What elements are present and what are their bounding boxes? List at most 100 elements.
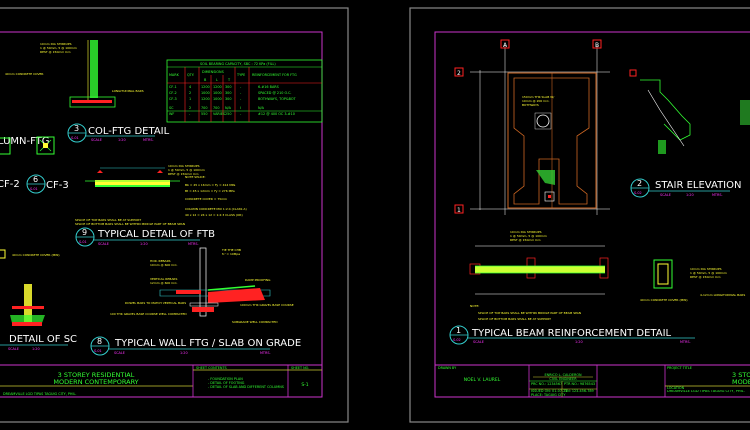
table-cell: 1200 xyxy=(213,85,222,89)
table-cell: SPACED @ 210 O.C. xyxy=(258,91,292,95)
left-title-block: 3 STOREY RESIDENTIAL MODERN CONTEMPORARY… xyxy=(0,364,323,398)
table-cell: - xyxy=(240,91,242,95)
svg-text:1:20: 1:20 xyxy=(180,351,188,355)
table-cell: #12 @ 400 OC 3-#10 xyxy=(258,112,295,116)
svg-text:TIE THE CHB: TIE THE CHB xyxy=(221,248,241,252)
table-cell: 300 xyxy=(225,85,231,89)
detail-title-sc: DETAIL OF SC xyxy=(9,334,77,345)
svg-text:CONCRETE COVER = 75mm: CONCRETE COVER = 75mm xyxy=(185,197,227,201)
svg-text:1 @ 50mm, 5 @ 100mm: 1 @ 50mm, 5 @ 100mm xyxy=(40,46,77,50)
right-project-location: DREAMVILLE LGD TIPAS TAGUIG CITY, PHIL. xyxy=(667,389,745,393)
right-project-location-box: DREAMVILLE LGD TIPAS TAGUIG CITY, PHIL. xyxy=(667,389,745,393)
svg-text:MTRS.: MTRS. xyxy=(143,138,154,142)
svg-text:Bt = 45 x 12mm = Fy = 276 MPa: Bt = 45 x 12mm = Fy = 276 MPa xyxy=(185,189,235,193)
detail-title-wall-ftg: TYPICAL WALL FTG / SLAB ON GRADE xyxy=(114,338,301,349)
table-cell: - xyxy=(240,112,242,116)
svg-text:4-12mm LONGITUDINAL BARS: 4-12mm LONGITUDINAL BARS xyxy=(700,293,745,297)
svg-text:DOWEL BARS TO MATCH VERTICAL B: DOWEL BARS TO MATCH VERTICAL BARS xyxy=(125,301,186,305)
svg-text:10mm DIA STIRRUPS: 10mm DIA STIRRUPS xyxy=(40,42,72,46)
svg-text:L: L xyxy=(216,78,218,82)
svg-text:MODERN CONTEMPORARY: MODERN CONTEMPORARY xyxy=(732,378,750,386)
svg-text:3 STOREY RESIDENTIAL: 3 STOREY RESIDENTIAL xyxy=(732,371,750,379)
svg-text:ENRICO L. CALDERON: ENRICO L. CALDERON xyxy=(544,373,582,377)
svg-text:9: 9 xyxy=(82,228,87,237)
svg-text:REINFORCEMENT FOR FTG: REINFORCEMENT FOR FTG xyxy=(252,73,297,77)
svg-text:1: 1 xyxy=(457,207,461,214)
table-cell: N/A xyxy=(225,106,232,110)
table-cell: 4 xyxy=(189,85,191,89)
svg-text:- FOUNDATION PLAN: - FOUNDATION PLAN xyxy=(208,377,243,381)
table-cell: 1000 xyxy=(213,97,222,101)
svg-text:SCALE: SCALE xyxy=(98,242,109,246)
detail-callout-col-ftg: 3 S-01 COL-FTG DETAIL SCALE 1:20 MTRS. xyxy=(67,123,170,143)
svg-text:NOTE:: NOTE: xyxy=(470,304,479,308)
table-cell: 1000 xyxy=(201,91,210,95)
svg-text:SPLICE OF TOP BARS SHALL BE WI: SPLICE OF TOP BARS SHALL BE WITHIN MIDDL… xyxy=(478,311,581,315)
left-sheet: 10mm DIA STIRRUPS 1 @ 50mm, 5 @ 100mm RE… xyxy=(0,7,349,423)
svg-text:REST @ 150mm O.C.: REST @ 150mm O.C. xyxy=(40,50,71,54)
svg-text:fc' = 10Mpa: fc' = 10Mpa xyxy=(222,252,240,256)
svg-text:B: B xyxy=(204,78,207,82)
svg-text:A: A xyxy=(503,42,508,49)
svg-text:10mm DIA STIRRUPS: 10mm DIA STIRRUPS xyxy=(690,267,722,271)
project-location: DREAMVILLE LGD TIPAS TAGUIG CITY, PHIL. xyxy=(3,392,76,396)
table-cell: - xyxy=(189,112,191,116)
detail-callout-wall-ftg: 8 S-01 TYPICAL WALL FTG / SLAB ON GRADE … xyxy=(90,336,301,356)
svg-text:10mm DIA STIRRUPS: 10mm DIA STIRRUPS xyxy=(168,164,200,168)
svg-text:BOTHWAYS: BOTHWAYS xyxy=(522,103,539,107)
svg-text:S-01: S-01 xyxy=(94,349,102,353)
svg-text:S-02: S-02 xyxy=(634,191,642,195)
svg-text:MTRS.: MTRS. xyxy=(712,193,723,197)
table-cell: 300 xyxy=(225,91,231,95)
svg-text:40 x 12 = 24 x 12 = 1:2:3 CLAS: 40 x 12 = 24 x 12 = 1:2:3 CLASS (OR) xyxy=(185,213,243,217)
table-cell: 250 xyxy=(225,112,231,116)
svg-text:- DETAIL OF FOOTING: - DETAIL OF FOOTING xyxy=(208,381,245,385)
svg-text:TIN: 123-456-789: TIN: 123-456-789 xyxy=(563,389,594,393)
table-cell: - xyxy=(240,85,242,89)
svg-text:SCALE: SCALE xyxy=(8,347,19,351)
svg-text:100 THK GRAVEL BASE COURSE WEL: 100 THK GRAVEL BASE COURSE WELL COMPACTE… xyxy=(110,312,187,316)
svg-text:LONGITUDINAL BARS: LONGITUDINAL BARS xyxy=(112,89,144,93)
svg-text:QTY.: QTY. xyxy=(187,73,195,77)
column-footing-drawing: 10mm DIA STIRRUPS 1 @ 50mm, 5 @ 100mm RE… xyxy=(5,40,144,108)
drawn-by-name: NOEL V. LAUREL xyxy=(464,377,501,383)
detail-title-ftb: TYPICAL DETAIL OF FTB xyxy=(97,229,215,240)
svg-text:1 @ 50mm, 5 @ 100mm: 1 @ 50mm, 5 @ 100mm xyxy=(690,271,727,275)
svg-text:150mm THK SLAB W/: 150mm THK SLAB W/ xyxy=(522,95,555,99)
svg-text:1:20: 1:20 xyxy=(32,347,40,351)
svg-text:LOCATION: LOCATION xyxy=(667,386,685,390)
svg-text:100mm THK GRAVEL BASE COURSE: 100mm THK GRAVEL BASE COURSE xyxy=(240,303,294,307)
svg-text:SHEET NO.: SHEET NO. xyxy=(291,366,309,370)
svg-text:ISSUED ON: 01-07-21: ISSUED ON: 01-07-21 xyxy=(531,389,567,393)
svg-text:MTRS.: MTRS. xyxy=(680,340,691,344)
detail-title-cf-2: CF-2 xyxy=(0,179,20,190)
svg-text:S-01: S-01 xyxy=(71,136,79,140)
svg-text:COLUMN CONCRETE MIX 1:2:4 (CLA: COLUMN CONCRETE MIX 1:2:4 (CLASS A) xyxy=(185,207,247,211)
svg-text:10mm DIA STIRRUPS: 10mm DIA STIRRUPS xyxy=(510,230,542,234)
svg-text:T: T xyxy=(227,78,231,82)
table-cell: 1200 xyxy=(201,97,210,101)
svg-text:B: B xyxy=(595,42,599,49)
ftb-drawing: 10mm DIA STIRRUPS 1 @ 50mm, 5 @ 100mm RE… xyxy=(75,164,247,226)
svg-text:2: 2 xyxy=(457,70,461,77)
wall-footing-drawing: TIE THE CHB fc' = 10Mpa HOR. REBARS 10mm… xyxy=(110,247,294,324)
detail-callout-ftb: 9 S-01 TYPICAL DETAIL OF FTB SCALE 1:20 … xyxy=(75,227,215,247)
svg-text:Bb = 45 x 16mm = Fy = 414 MPa: Bb = 45 x 16mm = Fy = 414 MPa xyxy=(185,183,236,187)
table-cell: CF-3 xyxy=(169,97,177,101)
svg-text:DAMP PROOFING: DAMP PROOFING xyxy=(245,278,271,282)
svg-text:REST @ 150mm O.C.: REST @ 150mm O.C. xyxy=(168,172,199,176)
svg-text:S-01: S-01 xyxy=(30,187,38,191)
table-cell: BOTHWAYS, TOP&BOT xyxy=(258,97,297,101)
svg-text:SHEET CONTENTS: SHEET CONTENTS xyxy=(196,366,227,370)
table-cell: 1000 xyxy=(213,91,222,95)
table-cell: 2 xyxy=(189,91,191,95)
svg-text:1 @ 50mm, 5 @ 100mm: 1 @ 50mm, 5 @ 100mm xyxy=(510,234,547,238)
project-title-line1: 3 STOREY RESIDENTIAL xyxy=(58,371,135,379)
table-cell: CF-2 xyxy=(169,91,177,95)
svg-text:NOTE SPLICE:: NOTE SPLICE: xyxy=(185,175,206,179)
detail-title-col-ftg: COL-FTG DETAIL xyxy=(88,126,170,137)
table-cell: 1 xyxy=(189,97,191,101)
svg-text:S-01: S-01 xyxy=(79,240,87,244)
right-sheet: 2 1 A B 150mm THK SLAB W/ 10mm @ 200 O.C… xyxy=(409,7,750,423)
